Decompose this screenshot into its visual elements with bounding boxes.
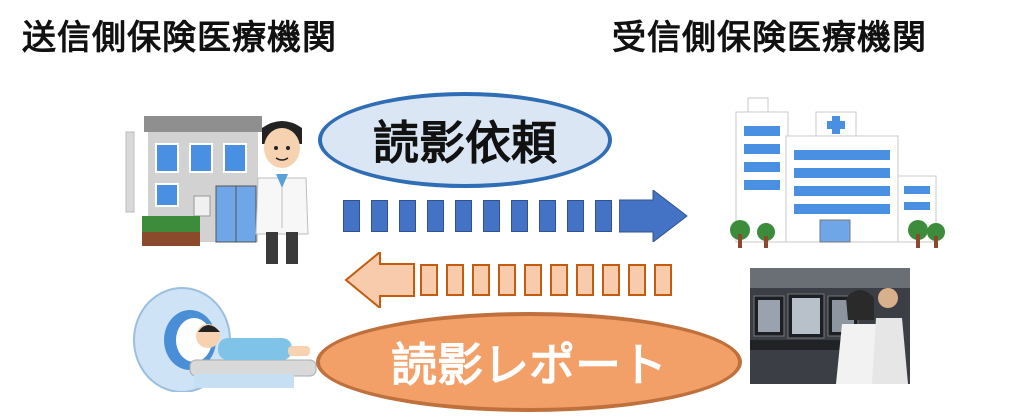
request-arrow — [343, 190, 689, 252]
radiologist-reading-room-photo — [750, 268, 910, 384]
mri-scanner-illustration — [133, 287, 317, 392]
doctor-illustration — [255, 121, 309, 264]
clinic-building-illustration — [125, 116, 262, 246]
request-ellipse: 読影依頼 — [318, 92, 612, 188]
sender-institution-title: 送信側保険医療機関 — [22, 18, 337, 58]
report-arrow — [344, 252, 692, 312]
request-label: 読影依頼 — [373, 116, 557, 170]
hospital-building-illustration — [730, 97, 945, 248]
receiver-institution-title: 受信側保険医療機関 — [612, 18, 927, 58]
report-ellipse: 読影レポート — [316, 312, 742, 412]
report-label: 読影レポート — [391, 338, 667, 392]
